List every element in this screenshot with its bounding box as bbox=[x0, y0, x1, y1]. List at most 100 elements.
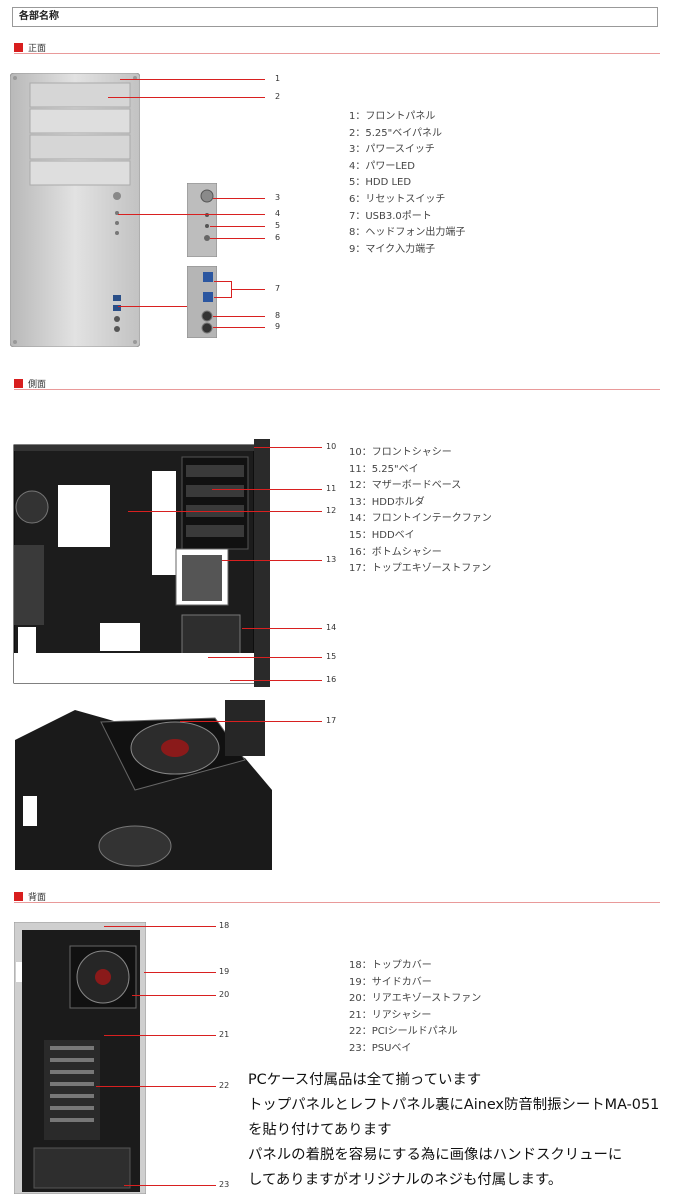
callout-line bbox=[128, 511, 322, 512]
page-title: 各部名称 bbox=[19, 11, 59, 22]
callout-line bbox=[230, 680, 322, 681]
callout-line bbox=[213, 327, 265, 328]
callout-line bbox=[120, 79, 265, 80]
list-item: 10：フロントシャシー bbox=[349, 447, 452, 458]
callout-line bbox=[118, 214, 265, 215]
note-line: トップパネルとレフトパネル裏にAinex防音制振シートMA-051 bbox=[248, 1097, 660, 1113]
callout-line bbox=[254, 447, 322, 448]
callout-line bbox=[108, 97, 265, 98]
list-item: 12：マザーボードベース bbox=[349, 480, 462, 492]
callout-number: 19 bbox=[219, 967, 230, 976]
note-line: PCケース付属品は全て揃っています bbox=[248, 1072, 482, 1088]
callout-line bbox=[213, 316, 265, 317]
callout-bracket bbox=[231, 281, 232, 298]
section-side-label: 側面 bbox=[28, 380, 47, 390]
callout-line bbox=[104, 1035, 216, 1036]
section-back-label: 背面 bbox=[28, 893, 47, 903]
callout-line bbox=[242, 628, 322, 629]
note-line: を貼り付けてあります bbox=[248, 1122, 392, 1138]
section-back-header: 背面 bbox=[14, 892, 660, 904]
section-side-header: 側面 bbox=[14, 379, 660, 391]
list-item: 16：ボトムシャシー bbox=[349, 546, 442, 558]
list-item: 21：リアシャシー bbox=[349, 1009, 432, 1021]
callout-number: 20 bbox=[219, 990, 230, 999]
section-divider bbox=[14, 902, 660, 903]
list-item: 15：HDDベイ bbox=[349, 529, 415, 541]
callout-number: 16 bbox=[326, 675, 337, 684]
list-item: 19：サイドカバー bbox=[349, 976, 432, 988]
list-item: 2：5.25"ベイパネル bbox=[349, 127, 443, 139]
side-parts-list: 10：フロントシャシー 11：5.25"ベイ 12：マザーボードベース 13：H… bbox=[349, 445, 492, 578]
top-fan-photo bbox=[15, 700, 272, 870]
callout-line bbox=[118, 306, 187, 307]
list-item: 23：PSUベイ bbox=[349, 1042, 412, 1054]
list-item: 14：フロントインテークファン bbox=[349, 513, 492, 525]
section-marker-icon bbox=[14, 43, 23, 52]
callout-line bbox=[144, 972, 216, 973]
back-case-photo bbox=[14, 922, 146, 1194]
back-parts-list: 18：トップカバー 19：サイドカバー 20：リアエキゾーストファン 21：リア… bbox=[349, 958, 481, 1058]
callout-line bbox=[180, 721, 322, 722]
callout-number: 5 bbox=[275, 221, 281, 230]
front-switch-detail-photo bbox=[187, 183, 217, 257]
callout-number: 4 bbox=[275, 209, 281, 218]
front-case-photo bbox=[10, 73, 140, 347]
list-item: 6：リセットスイッチ bbox=[349, 193, 446, 205]
list-item: 20：リアエキゾーストファン bbox=[349, 993, 482, 1005]
section-front-label: 正面 bbox=[28, 44, 47, 54]
page-header: 各部名称 bbox=[12, 7, 658, 27]
callout-line bbox=[208, 657, 322, 658]
note-line: してありますがオリジナルのネジも付属します。 bbox=[248, 1172, 563, 1188]
callout-number: 10 bbox=[326, 442, 337, 451]
callout-line bbox=[213, 198, 265, 199]
callout-number: 21 bbox=[219, 1030, 230, 1039]
list-item: 18：トップカバー bbox=[349, 960, 432, 971]
list-item: 11：5.25"ベイ bbox=[349, 463, 419, 475]
callout-number: 12 bbox=[326, 506, 337, 515]
callout-number: 23 bbox=[219, 1180, 230, 1189]
list-item: 4：パワーLED bbox=[349, 160, 415, 172]
callout-line bbox=[214, 297, 232, 298]
callout-number: 3 bbox=[275, 193, 281, 202]
list-item: 22：PCIシールドパネル bbox=[349, 1026, 458, 1038]
list-item: 7：USB3.0ポート bbox=[349, 210, 432, 222]
note-line: パネルの着脱を容易にする為に画像はハンドスクリューに bbox=[248, 1147, 623, 1163]
list-item: 3：パワースイッチ bbox=[349, 144, 435, 156]
callout-number: 22 bbox=[219, 1081, 230, 1090]
section-front-header: 正面 bbox=[14, 43, 660, 55]
callout-line bbox=[132, 995, 216, 996]
list-item: 9：マイク入力端子 bbox=[349, 243, 436, 255]
front-ports-detail-photo bbox=[187, 266, 217, 338]
list-item: 5：HDD LED bbox=[349, 177, 412, 189]
callout-number: 6 bbox=[275, 233, 281, 242]
callout-number: 2 bbox=[275, 92, 281, 101]
section-divider bbox=[14, 389, 660, 390]
callout-line bbox=[214, 281, 232, 282]
callout-number: 9 bbox=[275, 322, 281, 331]
callout-number: 11 bbox=[326, 484, 337, 493]
list-item: 17：トップエキゾーストファン bbox=[349, 563, 492, 575]
section-marker-icon bbox=[14, 892, 23, 901]
callout-number: 7 bbox=[275, 284, 281, 293]
callout-number: 13 bbox=[326, 555, 337, 564]
callout-line bbox=[210, 238, 265, 239]
accessory-note: PCケース付属品は全て揃っています トップパネルとレフトパネル裏にAinex防音… bbox=[248, 1068, 668, 1193]
callout-number: 14 bbox=[326, 623, 337, 632]
callout-line bbox=[210, 226, 265, 227]
callout-number: 15 bbox=[326, 652, 337, 661]
callout-number: 17 bbox=[326, 716, 337, 725]
callout-number: 8 bbox=[275, 311, 281, 320]
list-item: 8：ヘッドフォン出力端子 bbox=[349, 227, 466, 239]
callout-number: 1 bbox=[275, 74, 281, 83]
callout-line bbox=[232, 289, 265, 290]
section-marker-icon bbox=[14, 379, 23, 388]
callout-line bbox=[104, 926, 216, 927]
section-divider bbox=[14, 53, 660, 54]
callout-line bbox=[96, 1086, 216, 1087]
callout-line bbox=[124, 1185, 216, 1186]
callout-line bbox=[212, 489, 322, 490]
side-interior-photo bbox=[10, 437, 272, 689]
front-parts-list: 1：フロントパネル 2：5.25"ベイパネル 3：パワースイッチ 4：パワーLE… bbox=[349, 109, 465, 258]
list-item: 1：フロントパネル bbox=[349, 111, 436, 122]
callout-number: 18 bbox=[219, 921, 230, 930]
